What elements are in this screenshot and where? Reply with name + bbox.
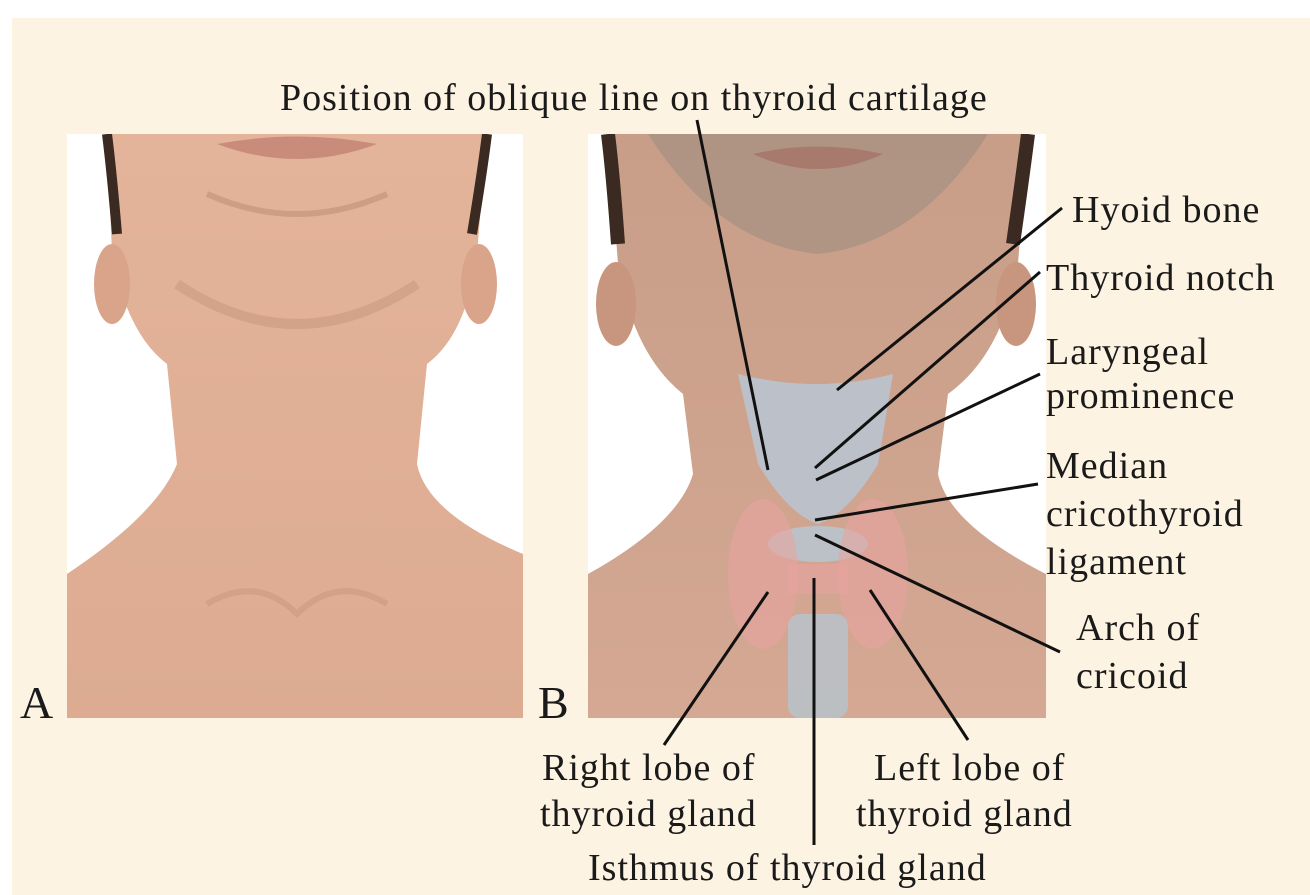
label-arch-cricoid-line1: Arch of bbox=[1076, 606, 1200, 650]
label-median-cricothyroid-line1: Median bbox=[1046, 444, 1168, 488]
panel-b-letter: B bbox=[538, 678, 569, 728]
neck-illustration-a bbox=[67, 134, 523, 718]
label-right-lobe-line2: thyroid gland bbox=[540, 792, 757, 836]
label-isthmus: Isthmus of thyroid gland bbox=[588, 846, 987, 890]
label-thyroid-notch: Thyroid notch bbox=[1046, 256, 1275, 300]
neck-illustration-b bbox=[588, 134, 1046, 718]
label-right-lobe-line1: Right lobe of bbox=[542, 746, 756, 790]
label-oblique-line: Position of oblique line on thyroid cart… bbox=[280, 76, 988, 120]
neck-photo-b bbox=[588, 134, 1046, 718]
label-median-cricothyroid-line3: ligament bbox=[1046, 540, 1187, 584]
neck-photo-a bbox=[67, 134, 523, 718]
label-left-lobe-line2: thyroid gland bbox=[856, 792, 1073, 836]
label-laryngeal-prominence-line1: Laryngeal bbox=[1046, 330, 1209, 374]
label-left-lobe-line1: Left lobe of bbox=[874, 746, 1065, 790]
label-arch-cricoid-line2: cricoid bbox=[1076, 654, 1189, 698]
label-laryngeal-prominence-line2: prominence bbox=[1046, 374, 1235, 418]
label-hyoid-bone: Hyoid bone bbox=[1072, 188, 1260, 232]
panel-a-letter: A bbox=[20, 678, 53, 728]
label-median-cricothyroid-line2: cricothyroid bbox=[1046, 492, 1244, 536]
